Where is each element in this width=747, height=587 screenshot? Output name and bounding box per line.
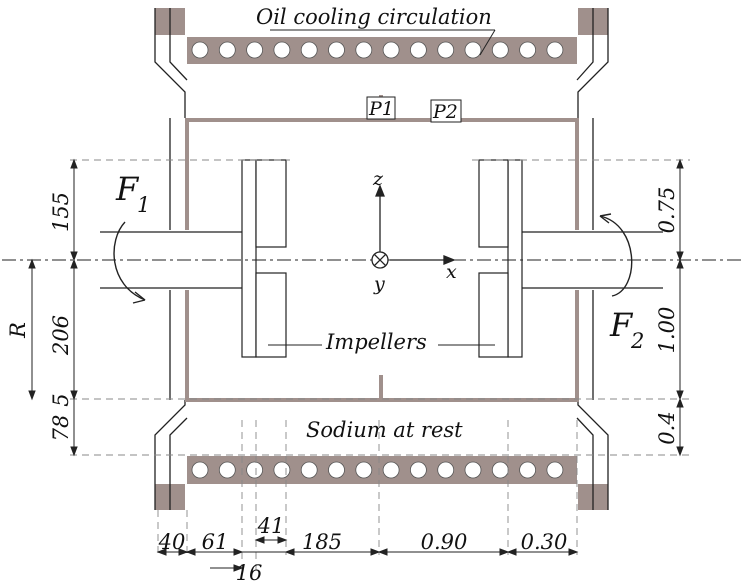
bottom-cooling-band (155, 456, 608, 510)
wall-left-bottom-outer (154, 400, 186, 510)
bottom-dim-16: 16 (236, 561, 263, 585)
top-cooling-hole (382, 41, 400, 59)
p1-label: P1 (368, 98, 394, 120)
bottom-cooling-hole (191, 461, 209, 479)
f2-subscript: 2 (630, 329, 644, 353)
bottom-dim-41: 41 (257, 514, 285, 538)
bottom-cooling-hole (246, 461, 264, 479)
top-cooling-holes (191, 41, 564, 59)
left-impeller-blade-top (255, 159, 287, 248)
bottom-cooling-hole (464, 461, 482, 479)
right-shaft (520, 231, 663, 289)
impellers (241, 159, 523, 358)
left-dim-small: 5 (49, 393, 73, 406)
left-shaft (100, 231, 243, 289)
f2-label: F (609, 306, 634, 344)
coordinate-axes (371, 184, 456, 269)
right-dimension-line (676, 158, 684, 457)
bottom-cooling-hole (382, 461, 400, 479)
sodium-label: Sodium at rest (306, 418, 463, 442)
bottom-dim-61: 61 (202, 530, 229, 554)
top-cooling-hole (519, 41, 536, 59)
top-cooling-hole (546, 41, 564, 59)
p2-label: P2 (432, 101, 458, 123)
bottom-dimension-line (156, 536, 579, 572)
outer-walls (154, 8, 609, 510)
radius-label: R (6, 322, 30, 339)
axis-x-label: x (446, 261, 457, 283)
top-cooling-hole (464, 41, 482, 59)
top-cooling-hole (355, 41, 373, 59)
left-dim-bottom: 78 (49, 415, 73, 442)
bottom-cooling-hole (437, 461, 455, 479)
f2-arrow (599, 215, 633, 297)
bottom-dim-090: 0.90 (421, 530, 468, 554)
top-cooling-hole (409, 41, 427, 59)
right-dim-bottom: 0.4 (655, 411, 679, 444)
bottom-probe (379, 375, 383, 400)
bottom-cooling-hole (273, 461, 291, 479)
top-cooling-hole (218, 41, 236, 59)
bottom-cooling-hole (300, 461, 318, 479)
bottom-dim-40: 40 (158, 530, 186, 554)
left-dim-middle: 206 (49, 315, 73, 356)
f1-label: F (115, 170, 140, 208)
bottom-cooling-hole (355, 461, 373, 479)
shafts (100, 231, 663, 289)
oil-cooling-label: Oil cooling circulation (256, 5, 492, 29)
left-dim-top: 155 (49, 192, 73, 232)
bottom-cooling-hole (328, 461, 345, 479)
right-dim-top: 0.75 (655, 187, 679, 234)
right-dim-middle: 1.00 (655, 307, 679, 354)
bottom-cooling-hole (491, 461, 509, 479)
left-impeller-disk (241, 159, 257, 358)
bottom-cooling-hole (519, 461, 536, 479)
left-impeller-blade-bottom (255, 272, 287, 358)
f1-subscript: 1 (137, 193, 150, 217)
wall-right-top-outer (577, 8, 609, 118)
top-cooling-hole (191, 41, 209, 59)
top-cooling-hole (246, 41, 264, 59)
right-impeller-blade-bottom (478, 272, 509, 358)
bottom-cooling-holes (191, 461, 564, 479)
axis-y-label: y (373, 273, 385, 295)
axis-z-label: z (372, 168, 384, 190)
wall-left-top-outer (154, 8, 186, 118)
top-cooling-hole (273, 41, 291, 59)
impellers-label: Impellers (325, 330, 427, 354)
f1-arrow (113, 221, 146, 301)
bottom-dim-185: 185 (302, 530, 342, 554)
top-cooling-band (155, 8, 608, 64)
leader-lines (268, 29, 496, 346)
left-dimension-line (28, 158, 78, 457)
p1-box (366, 96, 396, 120)
top-cooling-hole (491, 41, 509, 59)
rotation-arrows (113, 213, 633, 304)
right-impeller-disk (507, 159, 523, 358)
bottom-cooling-hole (409, 461, 427, 479)
extension-lines (70, 159, 690, 570)
wall-right-bottom-outer (577, 400, 609, 510)
bottom-cooling-hole (218, 461, 236, 479)
top-cooling-hole (437, 41, 455, 59)
top-cooling-hole (300, 41, 318, 59)
bottom-dim-030: 0.30 (521, 530, 568, 554)
right-impeller-blade-top (478, 159, 509, 248)
bottom-cooling-hole (546, 461, 564, 479)
top-cooling-hole (328, 41, 345, 59)
p2-box (430, 99, 462, 123)
